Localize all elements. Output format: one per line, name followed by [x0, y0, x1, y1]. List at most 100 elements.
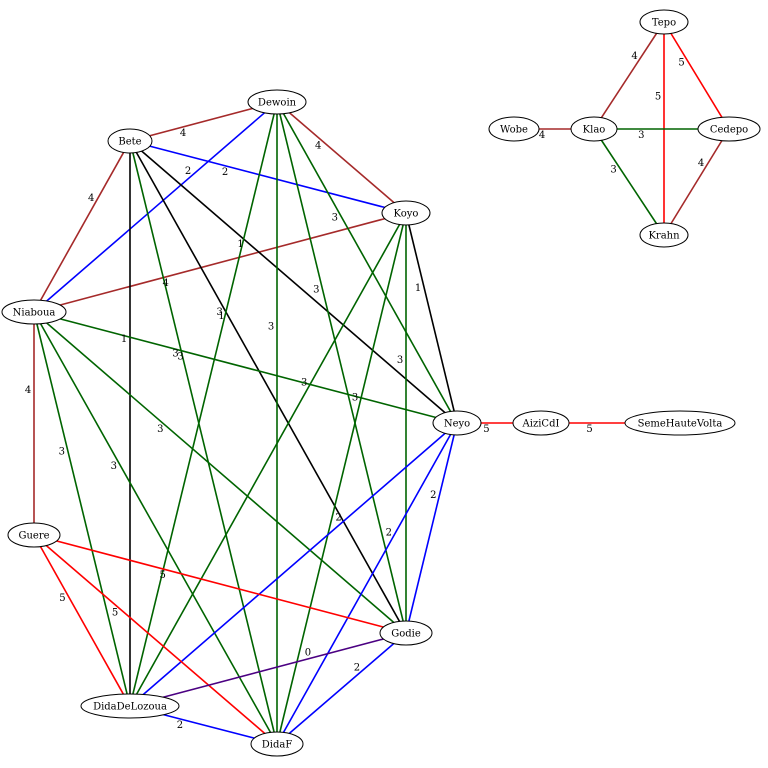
node-label: Krahn	[648, 231, 680, 242]
node-label: Klao	[583, 125, 606, 136]
node-ellipse	[7, 522, 61, 548]
edge-weight-label: 3	[157, 424, 163, 435]
node-krahn[interactable]: Krahn	[639, 222, 689, 248]
edge-neyo-didadelozoua	[129, 422, 458, 707]
edge-weight-label: 3	[172, 349, 178, 360]
node-ellipse	[250, 731, 304, 757]
edge-weight-label: 4	[539, 130, 545, 141]
node-neyo[interactable]: Neyo	[432, 410, 482, 436]
edge-weight-label: 5	[59, 593, 65, 604]
node-label: Bete	[118, 137, 141, 148]
edge-dewoin-didadelozoua	[129, 101, 278, 707]
edge-bete-koyo	[129, 140, 407, 214]
node-label: Tepo	[652, 18, 676, 29]
node-cedepo[interactable]: Cedepo	[697, 116, 761, 142]
edge-niaboua-didaf	[33, 311, 278, 745]
node-ellipse	[512, 410, 570, 436]
edge-niaboua-godie	[33, 311, 407, 634]
edge-weight-label: 3	[397, 355, 403, 366]
edge-godie-didadelozoua	[129, 632, 407, 707]
edge-dewoin-neyo	[276, 101, 458, 424]
edge-weight-label: 3	[59, 446, 65, 457]
node-label: AiziCdI	[522, 419, 560, 430]
edge-koyo-didaf	[276, 212, 407, 745]
edge-weight-label: 1	[415, 283, 421, 294]
edge-bete-niaboua	[33, 140, 131, 313]
node-aizicdi[interactable]: AiziCdI	[512, 410, 570, 436]
edge-dewoin-koyo	[276, 101, 407, 214]
edge-dewoin-niaboua	[33, 101, 278, 313]
edge-bete-didaf	[129, 140, 278, 745]
edge-godie-didaf	[276, 632, 407, 745]
node-label: Cedepo	[710, 125, 748, 136]
edge-tepo-klao	[593, 21, 665, 130]
node-ellipse	[80, 693, 180, 719]
node-wobe[interactable]: Wobe	[488, 116, 540, 142]
edge-weight-label: 4	[88, 193, 94, 204]
edge-weight-label: 4	[25, 385, 31, 396]
edge-koyo-neyo	[405, 212, 458, 424]
node-bete[interactable]: Bete	[107, 128, 153, 154]
edge-weight-label: 3	[332, 212, 338, 223]
node-ellipse	[488, 116, 540, 142]
node-label: SemeHauteVolta	[638, 419, 723, 430]
node-ellipse	[432, 410, 482, 436]
edge-guere-didadelozoua	[33, 534, 131, 707]
edge-weight-label: 4	[315, 140, 321, 151]
node-didaf[interactable]: DidaF	[250, 731, 304, 757]
node-koyo[interactable]: Koyo	[381, 200, 431, 226]
edge-weight-label: 3	[177, 352, 183, 363]
edge-weight-label: 2	[185, 166, 191, 177]
node-label: Dewoin	[258, 98, 297, 109]
edge-weight-label: 1	[121, 334, 127, 345]
node-ellipse	[107, 128, 153, 154]
node-ellipse	[570, 116, 618, 142]
node-godie[interactable]: Godie	[379, 620, 433, 646]
edge-weight-label: 5	[655, 92, 661, 103]
node-label: Neyo	[444, 419, 470, 430]
edge-weight-label: 3	[111, 461, 117, 472]
node-ellipse	[379, 620, 433, 646]
edge-neyo-godie	[405, 422, 458, 634]
edge-weight-label: 5	[160, 570, 166, 581]
edge-weight-label: 4	[163, 278, 169, 289]
edge-weight-label: 3	[301, 378, 307, 389]
node-dewoin[interactable]: Dewoin	[247, 89, 307, 115]
node-ellipse	[624, 410, 736, 436]
edge-weight-label: 3	[313, 284, 319, 295]
edge-guere-godie	[33, 534, 407, 634]
edge-weight-label: 2	[335, 513, 341, 524]
edge-tepo-cedepo	[663, 21, 730, 130]
edge-weight-label: 3	[610, 164, 616, 175]
edge-weight-label: 0	[305, 648, 311, 659]
node-ellipse	[697, 116, 761, 142]
edge-weight-label: 4	[631, 51, 637, 62]
node-label: Godie	[391, 629, 421, 640]
edge-neyo-didaf	[276, 422, 458, 745]
node-niaboua[interactable]: Niaboua	[1, 299, 67, 325]
node-guere[interactable]: Guere	[7, 522, 61, 548]
edge-weight-label: 3	[217, 307, 223, 318]
node-label: DidaF	[262, 740, 293, 751]
edge-weight-label: 1	[218, 311, 224, 322]
edge-weight-label: 3	[638, 130, 644, 141]
edge-niaboua-koyo	[33, 212, 407, 313]
edge-weight-label: 3	[268, 322, 274, 333]
edge-weight-label: 3	[352, 392, 358, 403]
node-semehautevolta[interactable]: SemeHauteVolta	[624, 410, 736, 436]
node-ellipse	[247, 89, 307, 115]
edge-klao-krahn	[593, 128, 665, 236]
edge-weight-label: 2	[354, 662, 360, 673]
node-ellipse	[1, 299, 67, 325]
edge-weight-label: 5	[586, 424, 592, 435]
node-label: DidaDeLozoua	[93, 702, 167, 713]
node-tepo[interactable]: Tepo	[639, 9, 689, 35]
node-klao[interactable]: Klao	[570, 116, 618, 142]
edge-weight-label: 5	[483, 424, 489, 435]
node-didadelozoua[interactable]: DidaDeLozoua	[80, 693, 180, 719]
node-label: Guere	[18, 531, 49, 542]
edge-weight-label: 1	[237, 239, 243, 250]
